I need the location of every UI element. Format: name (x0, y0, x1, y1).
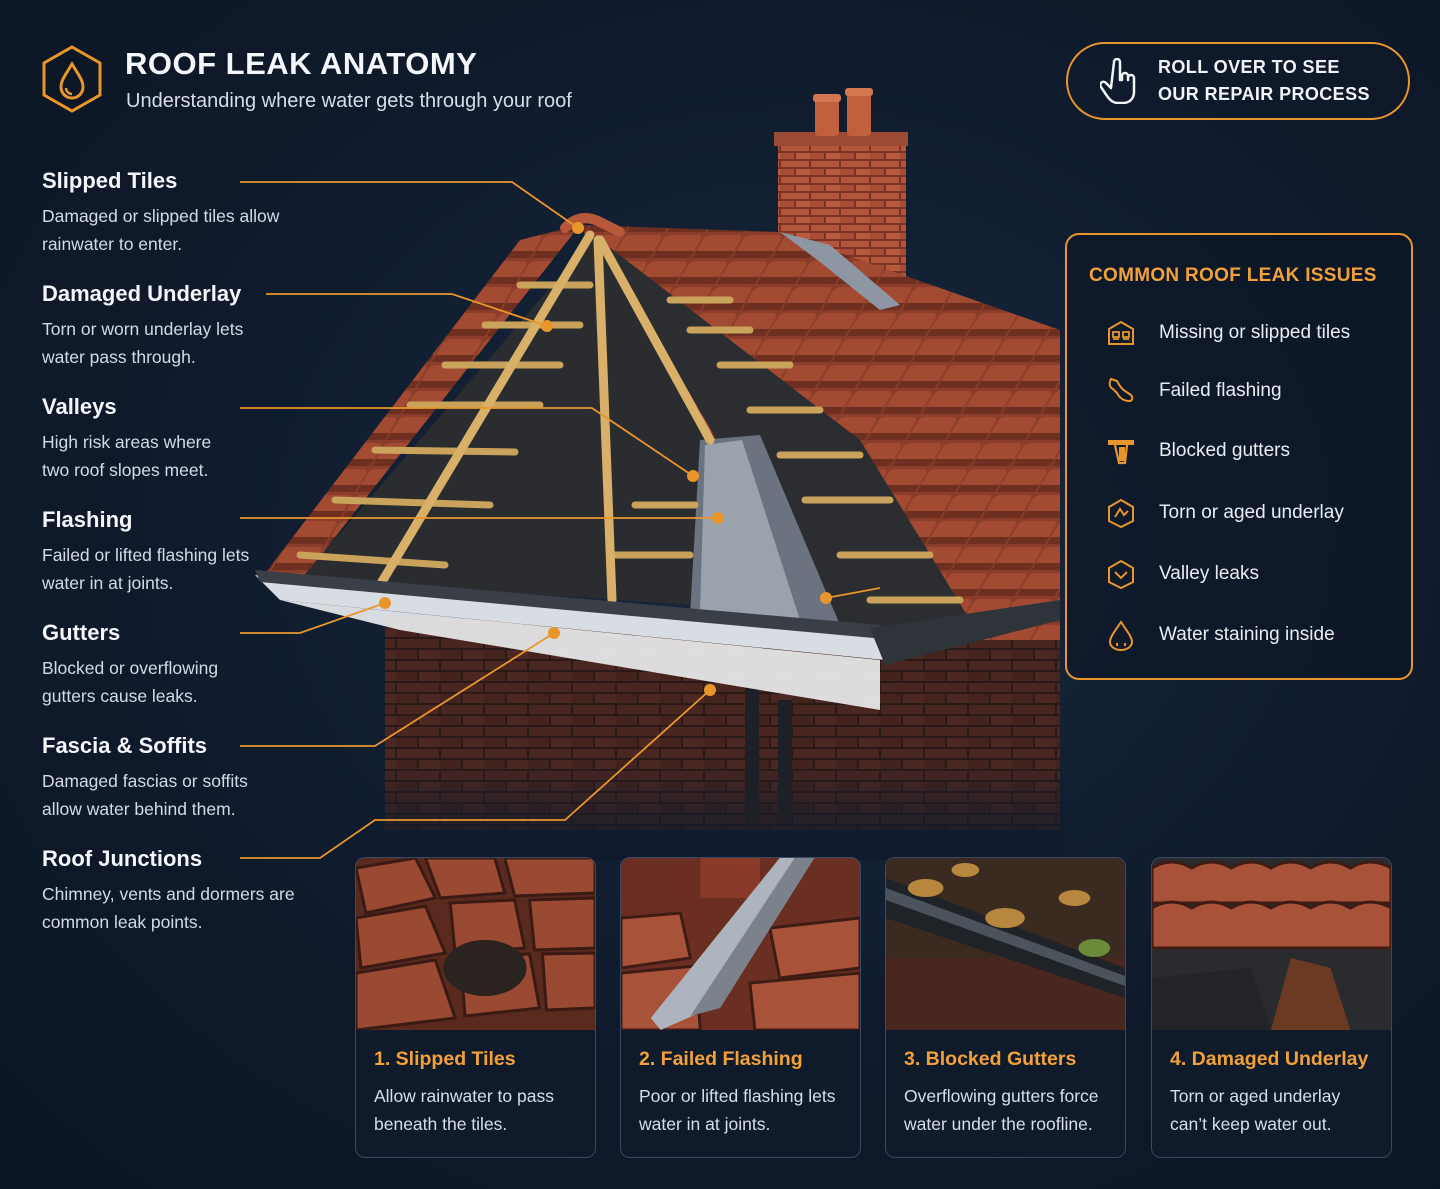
label-damaged-underlay: Damaged Underlay Torn or worn underlay l… (42, 281, 332, 371)
label-desc: Failed or lifted flashing lets water in … (42, 545, 250, 593)
issue-label: Water staining inside (1159, 624, 1335, 645)
damaged-underlay-photo (1152, 858, 1391, 1030)
issues-panel-title: COMMON ROOF LEAK ISSUES (1089, 265, 1377, 286)
failed-flashing-photo (621, 858, 860, 1030)
label-valleys: Valleys High risk areas where two roof s… (42, 394, 332, 484)
issue-label: Missing or slipped tiles (1159, 322, 1351, 343)
issue-label: Blocked gutters (1159, 440, 1290, 461)
label-title: Damaged Underlay (42, 281, 242, 306)
card-damaged-underlay[interactable]: 4. Damaged Underlay Torn or aged underla… (1151, 857, 1392, 1158)
issue-item-failed-flashing[interactable]: Failed flashing (1105, 375, 1282, 407)
water-drop-logo-icon (42, 45, 102, 113)
card-desc: Overflowing gutters force water under th… (904, 1086, 1099, 1134)
label-desc: Chimney, vents and dormers are common le… (42, 884, 295, 932)
issue-item-water-staining[interactable]: Water staining inside (1105, 619, 1335, 651)
card-slipped-tiles[interactable]: 1. Slipped Tiles Allow rainwater to pass… (355, 857, 596, 1158)
label-title: Valleys (42, 394, 117, 419)
rollover-line-1: ROLL OVER TO SEE (1158, 57, 1340, 77)
label-desc: High risk areas where two roof slopes me… (42, 432, 212, 480)
tiles-icon (1108, 320, 1134, 345)
valley-icon (1108, 559, 1134, 590)
label-title: Fascia & Soffits (42, 733, 208, 758)
label-desc: Damaged fascias or soffits allow water b… (42, 771, 248, 819)
water-drop-icon (1108, 620, 1134, 651)
common-issues-panel: COMMON ROOF LEAK ISSUES Missing or slipp… (1065, 233, 1413, 680)
issue-item-blocked-gutters[interactable]: Blocked gutters (1105, 435, 1290, 467)
label-roof-junctions: Roof Junctions Chimney, vents and dormer… (42, 846, 332, 936)
label-title: Slipped Tiles (42, 168, 178, 193)
issue-item-valley-leaks[interactable]: Valley leaks (1105, 558, 1259, 590)
label-flashing: Flashing Failed or lifted flashing lets … (42, 507, 332, 597)
repair-process-button[interactable]: ROLL OVER TO SEE OUR REPAIR PROCESS (1066, 42, 1410, 120)
page-title: ROOF LEAK ANATOMY (125, 46, 478, 81)
issue-item-torn-underlay[interactable]: Torn or aged underlay (1105, 497, 1344, 529)
card-blocked-gutters[interactable]: 3. Blocked Gutters Overflowing gutters f… (885, 857, 1126, 1158)
label-slipped-tiles: Slipped Tiles Damaged or slipped tiles a… (42, 168, 332, 258)
card-title: 3. Blocked Gutters (904, 1048, 1077, 1070)
underlay-icon (1108, 498, 1134, 529)
issue-label: Torn or aged underlay (1159, 502, 1344, 523)
label-title: Gutters (42, 620, 121, 645)
label-desc: Torn or worn underlay lets water pass th… (42, 319, 244, 367)
label-desc: Blocked or overflowing gutters cause lea… (42, 658, 219, 706)
issue-label: Failed flashing (1159, 380, 1282, 401)
gutter-icon (1108, 440, 1134, 465)
card-desc: Allow rainwater to pass beneath the tile… (374, 1086, 554, 1134)
card-desc: Torn or aged underlay can’t keep water o… (1170, 1086, 1341, 1134)
card-desc: Poor or lifted flashing lets water in at… (639, 1086, 836, 1134)
flashing-icon (1108, 377, 1134, 403)
rollover-line-2: OUR REPAIR PROCESS (1158, 84, 1370, 104)
label-title: Flashing (42, 507, 133, 532)
card-title: 1. Slipped Tiles (374, 1048, 516, 1070)
label-desc: Damaged or slipped tiles allow rainwater… (42, 206, 280, 254)
roof-illustration (240, 88, 1065, 860)
card-failed-flashing[interactable]: 2. Failed Flashing Poor or lifted flashi… (620, 857, 861, 1158)
label-fascia-soffits: Fascia & Soffits Damaged fascias or soff… (42, 733, 332, 823)
issue-label: Valley leaks (1159, 563, 1259, 584)
label-gutters: Gutters Blocked or overflowing gutters c… (42, 620, 332, 710)
card-title: 4. Damaged Underlay (1170, 1048, 1369, 1070)
blocked-gutters-photo (886, 858, 1125, 1030)
pointer-hand-icon (1100, 58, 1136, 104)
page-subtitle: Understanding where water gets through y… (126, 90, 572, 112)
label-title: Roof Junctions (42, 846, 203, 871)
card-title: 2. Failed Flashing (639, 1048, 803, 1070)
slipped-tiles-photo (356, 858, 595, 1030)
issue-item-missing-tiles[interactable]: Missing or slipped tiles (1105, 317, 1350, 349)
